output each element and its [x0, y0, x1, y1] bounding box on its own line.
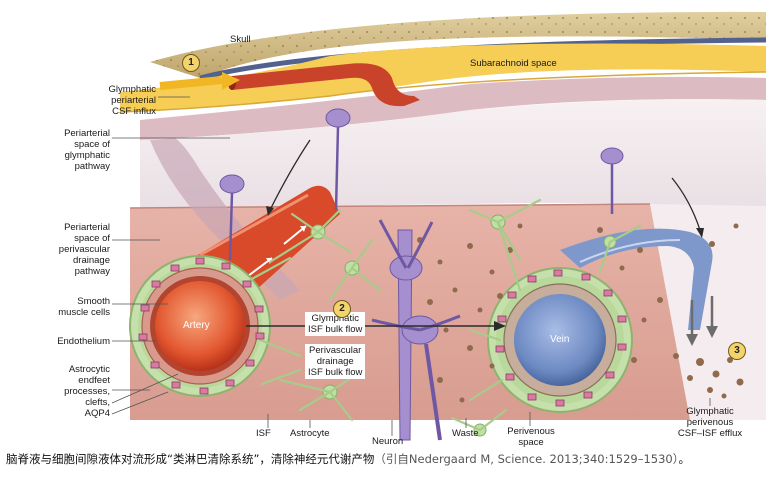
label-neuron: Neuron	[372, 436, 404, 447]
caption-text: 脑脊液与细胞间隙液体对流形成“类淋巴清除系统”，清除神经元代谢产物	[6, 452, 375, 466]
label-perivascular-flow: Perivascular drainage ISF bulk flow	[305, 344, 366, 379]
label-astrocytic-endfeet: Astrocytic endfeet processes, clefts, AQ…	[64, 364, 110, 419]
vein-lumen	[514, 294, 606, 386]
label-endothelium: Endothelium	[57, 336, 110, 347]
figure-caption: 脑脊液与细胞间隙液体对流形成“类淋巴清除系统”，清除神经元代谢产物（引自Nede…	[6, 451, 762, 467]
artery-endfeet	[138, 257, 265, 395]
marker-1: 1	[182, 54, 200, 72]
label-efflux: Glymphatic perivenous CSF–ISF efflux	[677, 406, 743, 439]
label-influx: Glymphatic periarterial CSF influx	[108, 84, 156, 117]
skull-texture	[150, 11, 766, 78]
label-waste: Waste	[452, 428, 479, 439]
label-astrocyte: Astrocyte	[290, 428, 330, 439]
label-smooth-muscle: Smooth muscle cells	[58, 296, 110, 318]
subarachnoid-band	[120, 43, 766, 112]
label-glymphatic-flow: Glymphatic ISF bulk flow	[305, 312, 366, 336]
marker-3: 3	[728, 342, 746, 360]
cube-top	[140, 99, 766, 210]
label-periarterial-glymphatic: Periarterial space of glymphatic pathway	[64, 128, 110, 172]
label-subarachnoid: Subarachnoid space	[470, 58, 557, 69]
subarachnoid-artery	[232, 63, 420, 107]
label-skull: Skull	[230, 34, 251, 45]
artery-lumen	[155, 281, 245, 371]
caption-citation: （引自Nedergaard M, Science. 2013;340:1529–…	[374, 452, 679, 466]
label-vein: Vein	[550, 334, 570, 345]
neurons	[219, 108, 624, 441]
label-perivenous: Perivenous space	[507, 426, 555, 448]
influx-arrow	[159, 76, 223, 90]
caption-end: 。	[678, 452, 691, 466]
label-isf: ISF	[256, 428, 271, 439]
label-periarterial-drainage: Periarterial space of perivascular drain…	[58, 222, 110, 277]
cube-side	[650, 204, 766, 420]
vein-endfeet	[495, 269, 627, 407]
marker-2: 2	[333, 300, 351, 318]
label-artery: Artery	[183, 320, 210, 331]
waste-particles	[417, 223, 744, 403]
